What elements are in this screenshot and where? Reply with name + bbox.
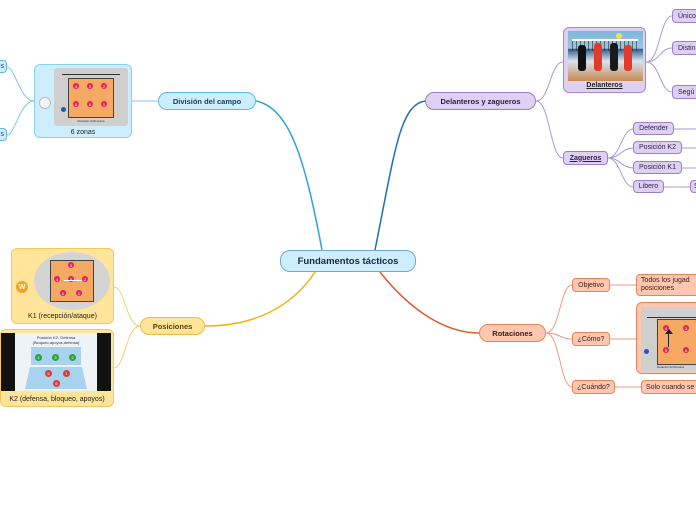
k1-player-icon: 5 [68, 276, 74, 282]
player-4-icon: 4 [73, 83, 79, 89]
player-6-icon: 6 [87, 101, 93, 107]
rotation-player-icon: 6 [683, 347, 689, 353]
posiciones-node[interactable]: Posiciones [140, 317, 205, 335]
rotation-arrow-icon [668, 331, 669, 347]
k2-title: Posición K2- Defensa [36, 335, 76, 340]
division-campo-card[interactable]: 4 3 2 5 6 1 Rotación Antihoraria 6 zonas [34, 64, 132, 138]
division-caption: 6 zonas [70, 129, 96, 136]
k2-player-icon: 4 [35, 354, 42, 361]
k2-subtitle: (Bloqueo,apoyos,defensa) [32, 340, 80, 345]
player-1-icon: 1 [101, 101, 107, 107]
k1-player-icon: 2 [82, 276, 88, 282]
k2-player-icon: 3 [52, 354, 59, 361]
k2-card[interactable]: Posición K2- Defensa (Bloqueo,apoyos,def… [0, 329, 114, 407]
rotation-court-diagram: 4 3 5 6 Rotación Antihoraria [641, 307, 696, 371]
rotation-court-note: Rotación Antihoraria [657, 365, 685, 369]
rotation-player-icon: 3 [683, 325, 689, 331]
zagueros-item-k2[interactable]: Posición K2 [633, 141, 682, 154]
k1-court-diagram: 3 4 5 2 6 1 [34, 252, 110, 310]
delanteros-zagueros-node[interactable]: Delanteros y zagueros [425, 92, 536, 110]
player-3-icon: 3 [87, 83, 93, 89]
server-icon [61, 107, 66, 112]
rotation-player-icon: 5 [663, 347, 669, 353]
court-note: Rotación Antihoraria [77, 119, 105, 123]
k1-player-icon: 3 [68, 262, 74, 268]
division-left-item-2[interactable]: s [0, 128, 7, 141]
objetivo-text[interactable]: Todos los jugad posiciones [636, 274, 696, 296]
zagueros-item-libero[interactable]: Libero [633, 180, 664, 193]
delanteros-item-2[interactable]: Distin [672, 41, 696, 55]
delanteros-caption: Delanteros [586, 82, 623, 89]
player-5-icon: 5 [73, 101, 79, 107]
division-left-item-1[interactable]: s [0, 60, 7, 73]
k2-player-icon: 2 [69, 354, 76, 361]
k2-caption: K2 (defensa, bloqueo, apoyos) [9, 396, 105, 403]
k1-caption: K1 (recepción/ataque) [28, 313, 97, 320]
cuando-node[interactable]: ¿Cuándo? [572, 380, 615, 394]
k2-player-icon: 1 [63, 370, 70, 377]
court-diagram: 4 3 2 5 6 1 Rotación Antihoraria [54, 68, 128, 126]
k1-player-icon: 4 [54, 276, 60, 282]
k1-card[interactable]: 3 4 5 2 6 1 W K1 (recepción/ataque) [11, 248, 114, 324]
k2-video-frame: Posición K2- Defensa (Bloqueo,apoyos,def… [1, 333, 111, 391]
player-2-icon: 2 [101, 83, 107, 89]
zagueros-node[interactable]: Zagueros [563, 151, 608, 165]
w-badge-icon: W [16, 281, 28, 293]
objetivo-node[interactable]: Objetivo [572, 278, 610, 292]
k1-player-icon: 6 [60, 290, 66, 296]
zagueros-item-k1[interactable]: Posición K1 [633, 161, 682, 174]
cuando-text[interactable]: Solo cuando se [641, 380, 696, 394]
rotation-player-icon: 4 [663, 325, 669, 331]
division-campo-node[interactable]: División del campo [158, 92, 256, 110]
rotation-diagram-card[interactable]: 4 3 5 6 Rotación Antihoraria [636, 302, 696, 374]
como-node[interactable]: ¿Cómo? [572, 332, 610, 346]
delanteros-item-1[interactable]: Único [672, 9, 696, 23]
server-icon [644, 349, 649, 354]
delanteros-item-3[interactable]: Segú [672, 85, 696, 99]
delanteros-card[interactable]: Delanteros [563, 27, 646, 93]
central-topic[interactable]: Fundamentos tácticos [280, 250, 416, 272]
k1-player-icon: 1 [76, 290, 82, 296]
volleyball-block-photo [568, 31, 643, 81]
libero-child-item[interactable]: S [690, 180, 696, 193]
k2-player-icon: 5 [45, 370, 52, 377]
rotaciones-node[interactable]: Rotaciones [479, 324, 546, 342]
zagueros-item-defender[interactable]: Defender [633, 122, 674, 135]
volleyball-icon [39, 97, 51, 109]
k2-player-icon: 6 [53, 380, 60, 387]
